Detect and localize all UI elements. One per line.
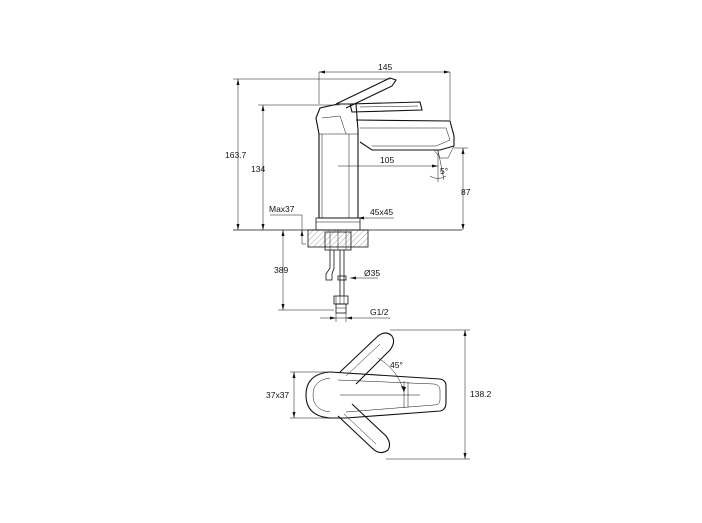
dim-g12: G1/2 [320,307,390,322]
dim-45x45-label: 45x45 [370,207,393,217]
base-plate [315,217,361,231]
dim-389: 389 [274,230,334,311]
top-body [305,371,346,419]
top-spout [329,371,447,419]
dim-105-label: 105 [380,155,394,165]
dim-138-2-label: 138.2 [470,389,492,399]
dim-angle-5-label: 5° [440,166,448,176]
spout [355,119,455,151]
faucet-body [315,103,359,219]
lever-handle [335,77,397,109]
dim-87: 87 [454,147,471,230]
dim-145-label: 145 [378,62,392,72]
lever-grip [349,101,423,113]
dim-37x37-label: 37x37 [266,390,289,400]
top-view: 45° 37x37 138.2 [266,329,492,460]
dim-163-7-label: 163.7 [225,150,247,160]
side-view: 145 163.7 134 105 5° [225,62,471,322]
dim-max37: Max37 [269,204,306,245]
dim-angle-5: 5° [429,149,448,182]
dim-138-2: 138.2 [386,329,492,460]
dim-105: 105 [338,155,438,168]
dim-145: 145 [318,62,451,120]
dim-45x45: 45x45 [358,207,394,220]
dim-angle-45: 45° [340,357,420,396]
dim-134: 134 [251,104,340,230]
dim-389-label: 389 [274,265,288,275]
dim-dia35-label: Ø35 [364,268,380,278]
dim-angle-45-label: 45° [390,360,403,370]
supply-hose-right [339,250,345,296]
dim-134-label: 134 [251,164,265,174]
dim-max37-label: Max37 [269,204,295,214]
dim-37x37: 37x37 [266,371,330,419]
supply-hose-left [325,250,335,281]
dim-g12-label: G1/2 [370,307,389,317]
top-lever-upper [339,332,395,385]
top-lever-lower [337,403,391,454]
dim-163-7: 163.7 [225,78,390,230]
dim-87-label: 87 [461,187,471,197]
dim-dia35: Ø35 [350,268,380,280]
